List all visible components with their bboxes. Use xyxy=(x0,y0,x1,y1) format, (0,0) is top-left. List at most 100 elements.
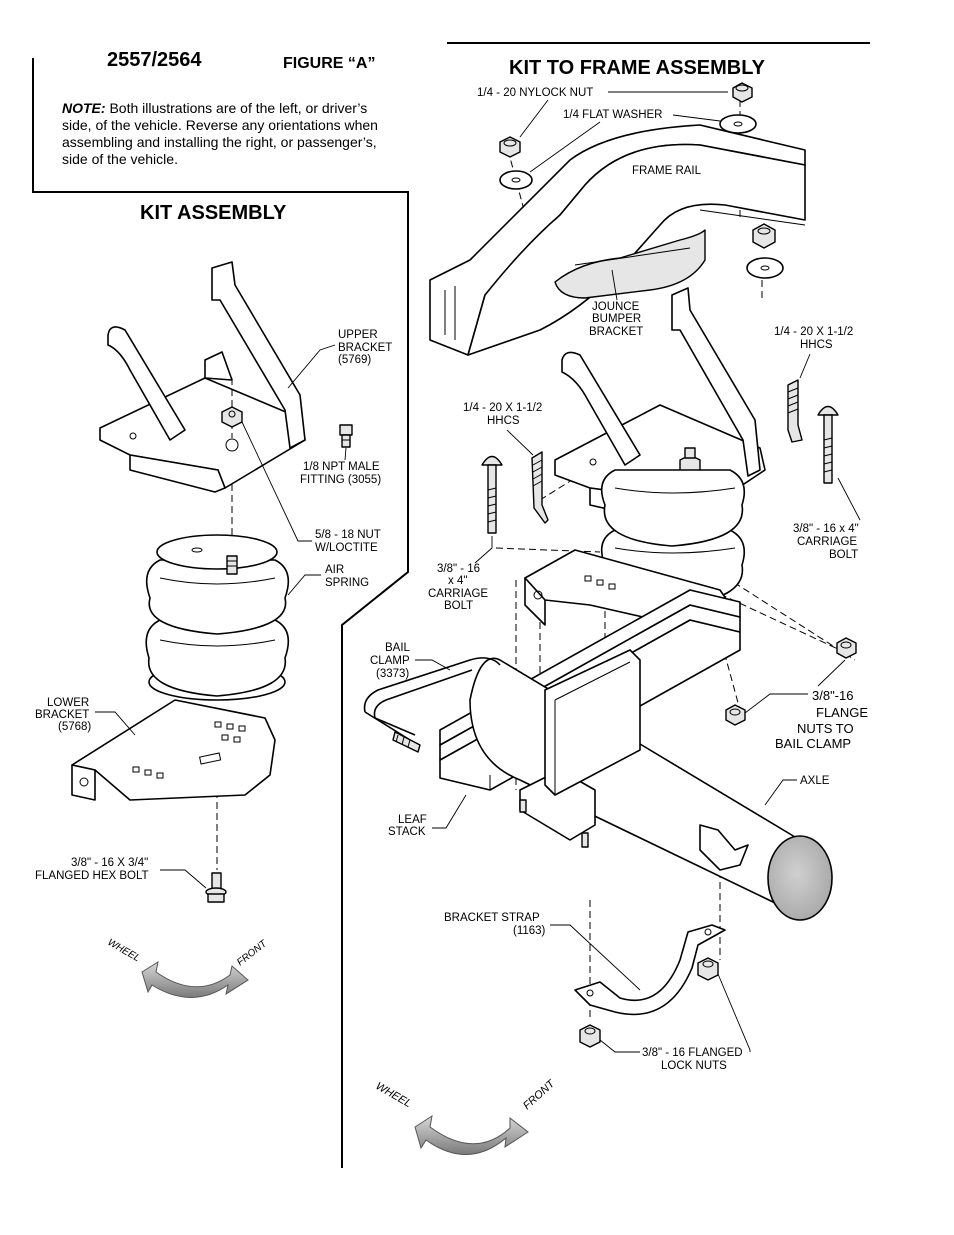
nylock-nut-right xyxy=(752,223,776,249)
svg-text:HHCS: HHCS xyxy=(800,339,833,351)
upper-nut-part xyxy=(221,406,243,428)
front-label-right: FRONT xyxy=(521,1077,558,1112)
svg-text:CARRIAGE: CARRIAGE xyxy=(797,536,857,548)
svg-text:3/8"-16: 3/8"-16 xyxy=(812,688,853,703)
svg-text:BOLT: BOLT xyxy=(829,549,858,561)
svg-text:FITTING (3055): FITTING (3055) xyxy=(300,474,381,486)
kit-to-frame-title: KIT TO FRAME ASSEMBLY xyxy=(509,57,766,79)
lock-nut-left xyxy=(579,1024,601,1048)
label-carriage-left: 3/8" - 16 x 4" CARRIAGE BOLT xyxy=(428,536,493,612)
svg-text:3/8" - 16 X 3/4": 3/8" - 16 X 3/4" xyxy=(71,857,148,869)
label-bail-clamp: BAIL CLAMP (3373) xyxy=(370,642,451,680)
air-spring-part xyxy=(145,534,290,701)
svg-text:STACK: STACK xyxy=(388,826,426,838)
label-nylock-nut: 1/4 - 20 NYLOCK NUT xyxy=(477,87,728,138)
lock-nut-right xyxy=(697,957,719,981)
svg-text:(5769): (5769) xyxy=(338,354,371,366)
wheel-label-left: WHEEL xyxy=(106,937,142,964)
label-hhcs-right: 1/4 - 20 X 1-1/2 HHCS xyxy=(774,326,853,379)
upper-bracket-part xyxy=(99,261,306,493)
svg-text:BRACKET: BRACKET xyxy=(338,342,392,354)
note-paragraph: NOTE: Both illustrations are of the left… xyxy=(62,100,382,168)
label-leaf-stack: LEAF STACK xyxy=(388,794,467,838)
svg-text:1/8 NPT MALE: 1/8 NPT MALE xyxy=(303,461,380,473)
page-borders xyxy=(32,42,870,1168)
label-flat-washer: 1/4 FLAT WASHER xyxy=(529,109,721,173)
flat-washer-right xyxy=(746,257,784,279)
svg-text:AXLE: AXLE xyxy=(800,775,830,787)
svg-text:LEAF: LEAF xyxy=(398,814,427,826)
flange-nut-upper xyxy=(836,637,857,659)
svg-text:HHCS: HHCS xyxy=(487,415,520,427)
label-bracket-strap: BRACKET STRAP (1163) xyxy=(444,912,641,991)
svg-text:AIR: AIR xyxy=(325,564,344,576)
carriage-bolt-left xyxy=(481,455,503,534)
label-lower-bracket: LOWER BRACKET (5768) xyxy=(35,697,136,736)
svg-text:5/8 - 18 NUT: 5/8 - 18 NUT xyxy=(315,529,381,541)
svg-text:LOWER: LOWER xyxy=(47,697,89,709)
svg-text:(1163): (1163) xyxy=(513,925,546,937)
label-jounce-bracket: JOUNCE BUMPER BRACKET xyxy=(589,269,643,338)
svg-text:FLANGE: FLANGE xyxy=(816,705,868,720)
label-nut-loctite: 5/8 - 18 NUT W/LOCTITE xyxy=(241,421,381,554)
flat-washer-top xyxy=(719,114,757,134)
label-axle: AXLE xyxy=(764,775,830,806)
svg-text:1/4 - 20 X 1-1/2: 1/4 - 20 X 1-1/2 xyxy=(774,326,853,338)
svg-text:3/8" - 16 FLANGED: 3/8" - 16 FLANGED xyxy=(642,1047,743,1059)
svg-text:BRACKET: BRACKET xyxy=(35,709,89,721)
svg-text:NUTS TO: NUTS TO xyxy=(797,721,854,736)
label-flange-nuts: 3/8"-16 FLANGE NUTS TO BAIL CLAMP xyxy=(744,659,868,751)
note-text: Both illustrations are of the left, or d… xyxy=(62,100,378,167)
svg-text:W/LOCTITE: W/LOCTITE xyxy=(315,542,378,554)
svg-text:BAIL: BAIL xyxy=(385,642,411,654)
svg-text:1/4 - 20 NYLOCK NUT: 1/4 - 20 NYLOCK NUT xyxy=(477,87,593,99)
svg-text:UPPER: UPPER xyxy=(338,329,378,341)
svg-text:3/8" - 16 x 4": 3/8" - 16 x 4" xyxy=(793,523,859,535)
flat-washer-left xyxy=(499,170,533,190)
label-carriage-right: 3/8" - 16 x 4" CARRIAGE BOLT xyxy=(793,477,861,561)
svg-text:3/8" - 16: 3/8" - 16 xyxy=(437,563,480,575)
direction-arrow-right: WHEEL FRONT xyxy=(374,1077,558,1155)
carriage-bolt-right xyxy=(817,405,839,484)
lower-bracket-part xyxy=(71,699,276,801)
bail-clamp-part xyxy=(363,649,641,796)
nylock-nut-left xyxy=(499,136,521,158)
jounce-bumper-bracket-part xyxy=(554,229,706,299)
label-npt-fitting: 1/8 NPT MALE FITTING (3055) xyxy=(300,447,381,486)
label-hhcs-left: 1/4 - 20 X 1-1/2 HHCS xyxy=(463,402,542,456)
svg-text:BOLT: BOLT xyxy=(444,600,473,612)
flanged-hex-bolt-part xyxy=(205,872,227,903)
direction-arrow-left: WHEEL FRONT xyxy=(106,937,270,998)
svg-text:BUMPER: BUMPER xyxy=(592,313,641,325)
front-label-left: FRONT xyxy=(235,938,270,968)
svg-text:BRACKET STRAP: BRACKET STRAP xyxy=(444,912,540,924)
svg-text:1/4 FLAT WASHER: 1/4 FLAT WASHER xyxy=(563,109,662,121)
wheel-label-right: WHEEL xyxy=(374,1080,414,1110)
svg-text:SPRING: SPRING xyxy=(325,577,369,589)
svg-text:1/4 - 20 X 1-1/2: 1/4 - 20 X 1-1/2 xyxy=(463,402,542,414)
svg-text:JOUNCE: JOUNCE xyxy=(592,301,640,313)
air-spring-stud xyxy=(226,555,238,575)
svg-text:FRAME RAIL: FRAME RAIL xyxy=(632,165,702,177)
svg-text:(3373): (3373) xyxy=(376,668,409,680)
svg-text:FLANGED HEX BOLT: FLANGED HEX BOLT xyxy=(35,870,149,882)
label-upper-bracket: UPPER BRACKET (5769) xyxy=(287,329,392,389)
note-label: NOTE: xyxy=(62,100,106,116)
bracket-strap-part xyxy=(574,924,726,1016)
label-hex-bolt: 3/8" - 16 X 3/4" FLANGED HEX BOLT xyxy=(35,857,207,889)
npt-fitting-part xyxy=(339,424,353,448)
label-air-spring: AIR SPRING xyxy=(287,564,369,596)
svg-text:x 4": x 4" xyxy=(448,575,467,587)
svg-text:CLAMP: CLAMP xyxy=(370,655,410,667)
label-frame-rail: FRAME RAIL xyxy=(632,165,702,177)
part-numbers: 2557/2564 xyxy=(107,49,202,71)
kit-assembly-title: KIT ASSEMBLY xyxy=(140,202,287,224)
svg-text:LOCK NUTS: LOCK NUTS xyxy=(661,1060,727,1072)
svg-text:BAIL CLAMP: BAIL CLAMP xyxy=(775,736,851,751)
svg-text:CARRIAGE: CARRIAGE xyxy=(428,588,488,600)
flange-nut-lower xyxy=(725,704,746,726)
hhcs-bolt-right xyxy=(787,379,803,443)
figure-label: FIGURE “A” xyxy=(283,55,375,72)
nylock-nut-top xyxy=(732,82,753,103)
